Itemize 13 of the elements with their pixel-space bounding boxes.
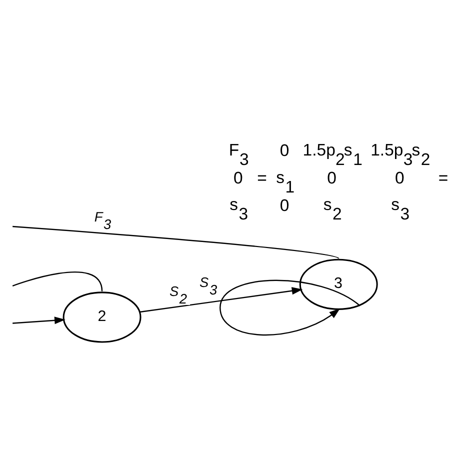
connector [12, 226, 339, 260]
node-ellipse: 3 [299, 258, 378, 310]
node-ellipse: 2 [62, 292, 142, 343]
arrow [12, 316, 66, 324]
arrow [140, 287, 303, 313]
label: 0 [233, 168, 243, 188]
label: 0 [280, 141, 290, 160]
label: = [257, 168, 267, 188]
connector [12, 272, 103, 292]
label: 0 [394, 168, 404, 188]
label: = [438, 168, 448, 188]
label: 0 [327, 168, 337, 188]
label: 0 [280, 196, 290, 215]
